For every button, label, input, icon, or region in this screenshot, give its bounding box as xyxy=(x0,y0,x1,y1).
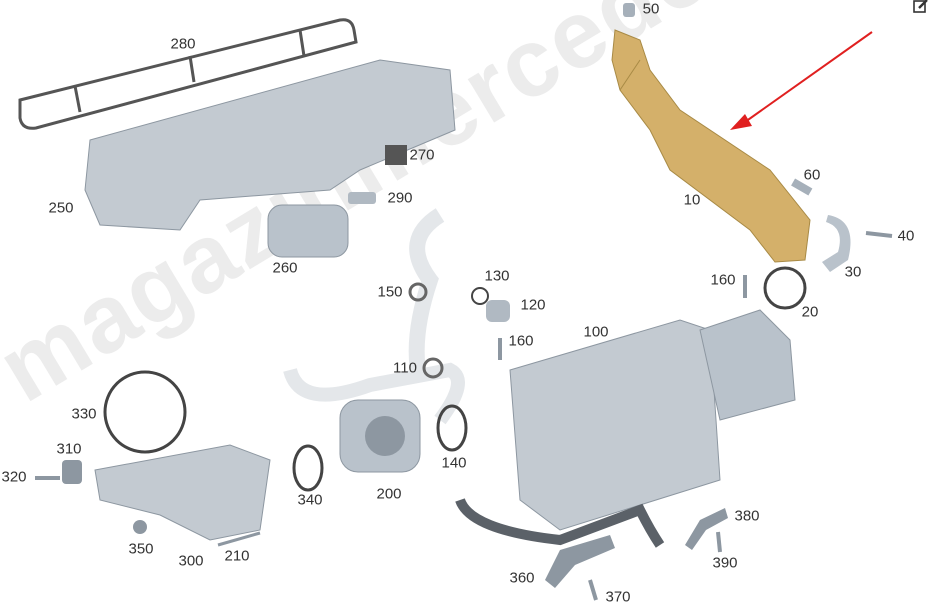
part-50-bolt xyxy=(623,3,635,17)
edit-icon[interactable] xyxy=(913,0,929,14)
callout-200[interactable]: 200 xyxy=(376,485,402,503)
part-310 xyxy=(62,460,82,484)
callout-100[interactable]: 100 xyxy=(583,323,609,341)
part-330-o-ring xyxy=(103,370,187,454)
part-hose xyxy=(408,208,445,382)
part-130-ring xyxy=(471,287,489,305)
part-100-intercooler xyxy=(509,319,721,531)
part-280-gasket xyxy=(18,18,358,130)
callout-260[interactable]: 260 xyxy=(272,259,298,277)
part-340-o-ring xyxy=(292,444,324,492)
part-270 xyxy=(385,145,407,165)
part-hose xyxy=(455,497,665,548)
part-380-bracket xyxy=(685,508,728,550)
callout-10[interactable]: 10 xyxy=(683,191,701,209)
part-290 xyxy=(348,192,376,204)
callout-120[interactable]: 120 xyxy=(520,296,546,314)
part-260-actuator xyxy=(267,204,349,258)
callout-110[interactable]: 110 xyxy=(393,359,417,377)
part-120 xyxy=(486,300,510,322)
part-20-o-ring xyxy=(763,266,807,310)
callout-270[interactable]: 270 xyxy=(409,146,435,164)
callout-20[interactable]: 20 xyxy=(801,303,819,321)
part-390-bolt xyxy=(716,531,722,553)
callout-370[interactable]: 370 xyxy=(605,588,631,606)
part-hose xyxy=(283,362,465,425)
callout-40[interactable]: 40 xyxy=(897,227,915,245)
part-350 xyxy=(133,520,147,534)
callout-210[interactable]: 210 xyxy=(224,547,250,565)
callout-340[interactable]: 340 xyxy=(297,491,323,509)
part-30-clamp xyxy=(822,215,851,272)
callout-160b[interactable]: 160 xyxy=(508,332,534,350)
callout-330[interactable]: 330 xyxy=(71,405,97,423)
callout-360[interactable]: 360 xyxy=(509,569,535,587)
pointer-arrow xyxy=(744,31,873,123)
callout-140[interactable]: 140 xyxy=(441,454,467,472)
callout-130[interactable]: 130 xyxy=(484,267,510,285)
callout-60[interactable]: 60 xyxy=(803,166,821,184)
callout-290[interactable]: 290 xyxy=(387,189,413,207)
callout-30[interactable]: 30 xyxy=(844,263,862,281)
callout-390[interactable]: 390 xyxy=(712,554,738,572)
part-210-bolt xyxy=(217,531,261,547)
callout-320[interactable]: 320 xyxy=(1,468,27,486)
part-140-o-ring xyxy=(436,404,468,452)
part-370-bolt xyxy=(588,579,598,601)
part-150-clamp xyxy=(408,282,428,302)
callout-150[interactable]: 150 xyxy=(377,283,403,301)
callout-300[interactable]: 300 xyxy=(178,552,204,570)
callout-50[interactable]: 50 xyxy=(642,0,660,18)
part-110-clamp xyxy=(422,357,444,379)
part-250-intake-manifold xyxy=(84,59,456,231)
part-360-bracket xyxy=(545,535,615,588)
part-10-charge-air-pipe xyxy=(611,29,811,263)
callout-280[interactable]: 280 xyxy=(170,35,196,53)
callout-350[interactable]: 350 xyxy=(128,540,154,558)
callout-310[interactable]: 310 xyxy=(56,440,82,458)
part-40-screw xyxy=(865,231,893,238)
part-60-bolt xyxy=(791,178,813,196)
part-300-intake-pipe xyxy=(94,444,271,541)
callout-380[interactable]: 380 xyxy=(734,507,760,525)
callout-160a[interactable]: 160 xyxy=(710,271,736,289)
callout-250[interactable]: 250 xyxy=(48,199,74,217)
